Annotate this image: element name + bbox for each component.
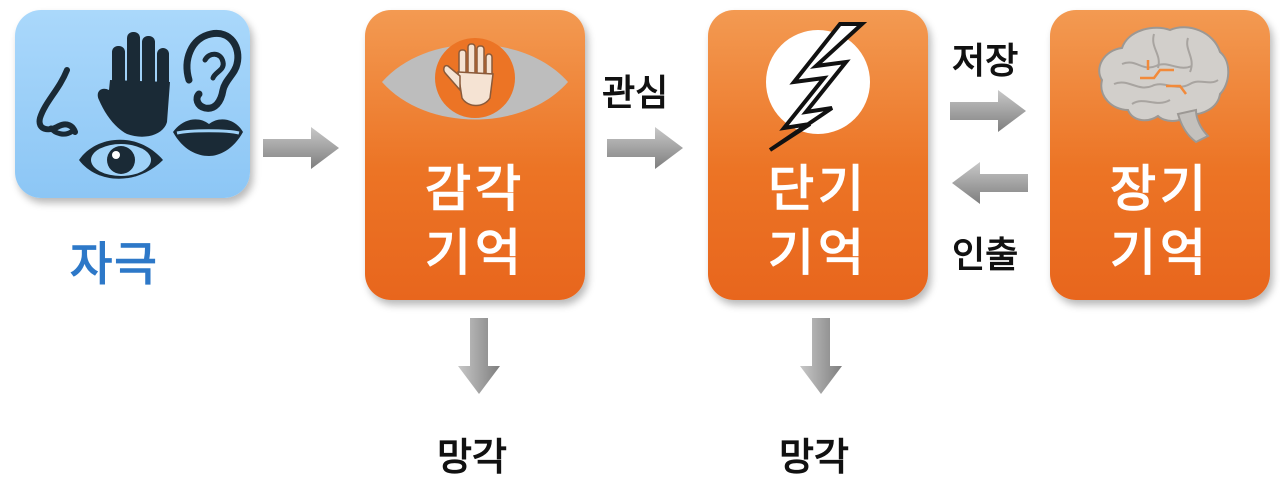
nose-icon bbox=[36, 67, 78, 135]
sensory-forgetting-label: 망각 bbox=[437, 435, 507, 479]
senses-icons bbox=[36, 29, 243, 179]
eye-icon bbox=[79, 139, 163, 179]
lightning-icon bbox=[766, 22, 870, 152]
retrieval-label: 인출 bbox=[952, 235, 1019, 276]
ear-icon bbox=[183, 29, 242, 112]
arrow-stimulus-to-sensory bbox=[263, 127, 339, 169]
stimulus-label: 자극 bbox=[70, 237, 159, 291]
hand-icon bbox=[97, 32, 170, 137]
arrow-storage bbox=[950, 90, 1026, 132]
arrow-short-term-forget bbox=[800, 318, 842, 394]
short-term-memory-line2: 기억 bbox=[768, 224, 868, 282]
arrow-sensory-forget bbox=[458, 318, 500, 394]
arrow-sensory-to-short-term bbox=[607, 127, 683, 169]
arrow-retrieval bbox=[952, 162, 1028, 204]
stimulus-box bbox=[15, 10, 250, 198]
long-term-memory-line2: 기억 bbox=[1110, 224, 1210, 282]
sensory-memory-line2: 기억 bbox=[425, 224, 525, 282]
sensory-memory-box: 감각 기억 bbox=[365, 10, 585, 300]
sensory-memory-line1: 감각 bbox=[425, 160, 525, 218]
brain-icon bbox=[1098, 26, 1230, 144]
short-term-memory-box: 단기 기억 bbox=[708, 10, 928, 300]
long-term-memory-line1: 장기 bbox=[1110, 160, 1210, 218]
short-term-forgetting-label: 망각 bbox=[779, 435, 849, 479]
storage-label: 저장 bbox=[952, 41, 1019, 82]
short-term-memory-line1: 단기 bbox=[768, 160, 868, 218]
lips-icon bbox=[173, 119, 243, 156]
long-term-memory-box: 장기 기억 bbox=[1050, 10, 1270, 300]
eye-hand-icon bbox=[382, 38, 568, 120]
attention-label: 관심 bbox=[602, 73, 669, 114]
